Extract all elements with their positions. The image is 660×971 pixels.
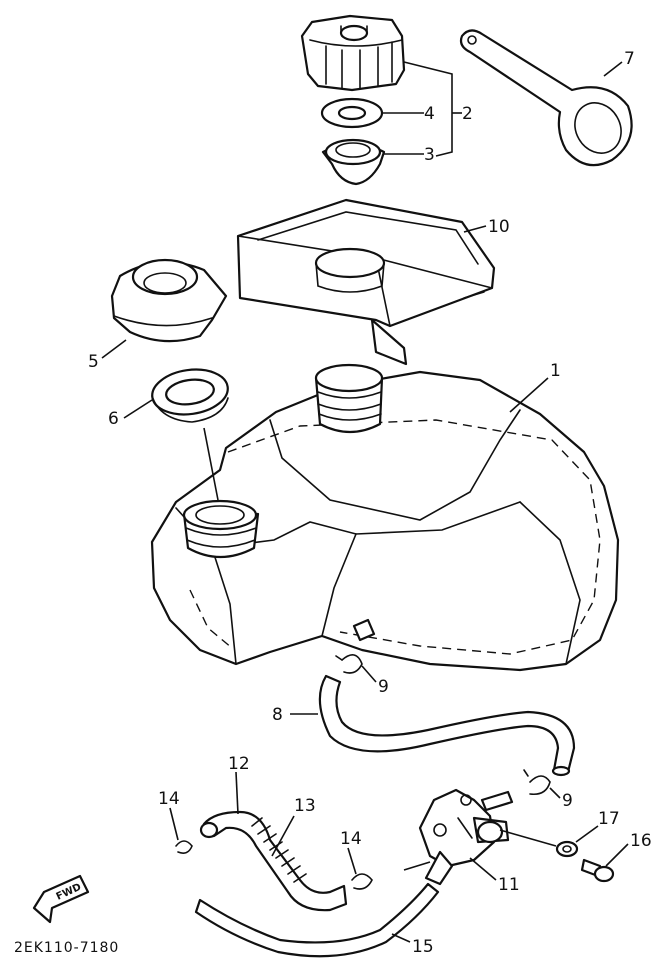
callout-9-upper: 9 [378, 677, 389, 697]
cap-gasket [320, 97, 384, 129]
callout-15: 15 [412, 937, 434, 957]
callout-14-left: 14 [158, 789, 180, 809]
fuel-hose [194, 882, 440, 958]
filler-cap-nut [110, 258, 228, 343]
callout-12: 12 [228, 754, 250, 774]
callout-16: 16 [630, 831, 652, 851]
cap-holder [321, 138, 386, 186]
pipe-clip-mid [351, 873, 373, 890]
fuel-cock [418, 788, 514, 886]
callout-2: 2 [462, 104, 473, 124]
fwd-arrow-icon: FWD [32, 874, 90, 924]
callout-5: 5 [88, 352, 99, 372]
callout-6: 6 [108, 409, 119, 429]
washer [555, 840, 579, 858]
callout-10: 10 [488, 217, 510, 237]
callout-17: 17 [598, 809, 620, 829]
filler-seal [151, 368, 229, 423]
fuel-pipe [199, 810, 348, 912]
pipe-clip-left [175, 840, 193, 854]
callout-13: 13 [294, 796, 316, 816]
callout-4: 4 [424, 104, 435, 124]
callout-14-mid: 14 [340, 829, 362, 849]
fuel-tank [150, 363, 620, 672]
callout-11: 11 [498, 875, 520, 895]
breather-hose [318, 674, 576, 777]
screw [580, 858, 615, 883]
drawing-code: 2EK110-7180 [14, 940, 119, 956]
cap-wrench [459, 29, 633, 167]
callout-9-right: 9 [562, 791, 573, 811]
cap-tray [236, 198, 496, 366]
fuel-cap [300, 14, 406, 92]
callout-7: 7 [624, 49, 635, 69]
callout-3: 3 [424, 145, 435, 165]
callout-8: 8 [272, 705, 283, 725]
callout-1: 1 [550, 361, 561, 381]
hose-clip-upper [335, 654, 363, 674]
hose-clip-right [523, 769, 551, 796]
